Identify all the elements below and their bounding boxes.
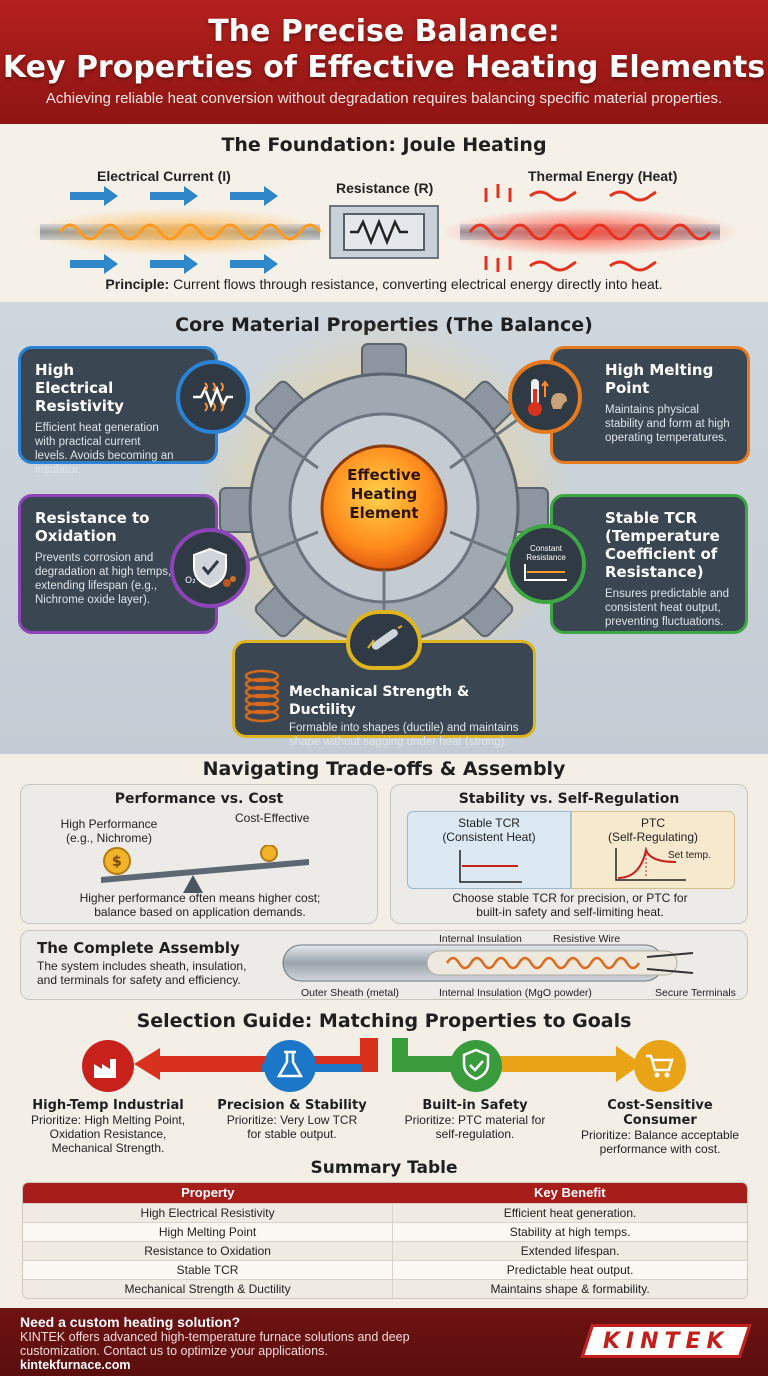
thermometer-icon (508, 360, 582, 434)
header-property: Property (23, 1183, 393, 1203)
joule-heating-section: The Foundation: Joule Heating Electrical… (0, 124, 768, 302)
core-properties-section: Core Material Properties (The Balance) (0, 302, 768, 754)
constant-resistance-icon: Constant Resistance (506, 524, 586, 604)
panel-assembly: The Complete Assembly The system include… (20, 930, 748, 1000)
title-line-1: The Precise Balance: (208, 14, 560, 49)
page-subtitle: Achieving reliable heat conversion witho… (45, 90, 723, 107)
assembly-text: The system includes sheath, insulation,a… (37, 959, 247, 987)
guide-title: Selection Guide: Matching Properties to … (136, 1010, 632, 1032)
current-label: Electrical Current (I) (97, 168, 231, 184)
svg-text:$: $ (112, 854, 122, 870)
secure-terminals-label: Secure Terminals (655, 987, 736, 999)
header-banner: The Precise Balance: Key Properties of E… (0, 0, 768, 124)
heat-waves (484, 184, 657, 272)
assembly-title: The Complete Assembly (37, 939, 240, 957)
selection-guide-section: Selection Guide: Matching Properties to … (0, 1006, 768, 1156)
internal-insulation-bottom-label: Internal Insulation (MgO powder) (439, 987, 592, 999)
stable-tcr-box: Stable TCR(Consistent Heat) (407, 811, 571, 889)
tradeoffs-section: Navigating Trade-offs & Assembly Perform… (0, 754, 768, 1004)
footer-question: Need a custom heating solution? (20, 1314, 241, 1330)
outer-sheath-label: Outer Sheath (metal) (301, 987, 400, 999)
summary-title: Summary Table (310, 1158, 458, 1178)
guide-arrows (82, 1038, 686, 1092)
stability-note: Choose stable TCR for precision, or PTC … (452, 891, 688, 919)
heat-label: Thermal Energy (Heat) (528, 168, 678, 184)
cart-icon (634, 1040, 686, 1092)
resistance-label: Resistance (R) (336, 180, 434, 196)
resistor-wave-icon (176, 360, 250, 434)
current-arrows (70, 186, 278, 274)
tradeoffs-title: Navigating Trade-offs & Assembly (202, 758, 566, 780)
summary-table: Property Key Benefit High Electrical Res… (22, 1182, 748, 1299)
guide-item-cost: Cost-Sensitive Consumer Prioritize: Bala… (580, 1098, 740, 1156)
page-title: The Precise Balance: Key Properties of E… (0, 0, 768, 86)
card-melting-point: High Melting Point Maintains physical st… (550, 346, 750, 464)
coil-icon (240, 666, 284, 724)
footer-text: KINTEK offers advanced high-temperature … (20, 1330, 410, 1358)
assembly-diagram (282, 944, 694, 982)
shield-oxidation-icon: O₂ (170, 528, 250, 608)
table-header-row: Property Key Benefit (23, 1183, 747, 1203)
svg-text:O₂: O₂ (185, 576, 196, 586)
ptc-box: PTC(Self-Regulating) Set temp. (571, 811, 735, 889)
footer-url[interactable]: kintekfurnace.com (20, 1358, 131, 1372)
principle-text: Principle: Current flows through resista… (105, 276, 663, 292)
seesaw-icon: $ (101, 845, 309, 893)
panel-stability-regulation: Stability vs. Self-Regulation Stable TCR… (390, 784, 748, 924)
title-line-2: Key Properties of Effective Heating Elem… (2, 50, 766, 85)
shield-check-icon (450, 1040, 502, 1092)
joule-diagram (30, 184, 740, 274)
high-performance-label: High Performance(e.g., Nichrome) (60, 817, 158, 845)
factory-icon (82, 1040, 134, 1092)
kintek-logo: KINTEK (580, 1324, 752, 1358)
cost-effective-label: Cost-Effective (235, 811, 310, 825)
footer: Need a custom heating solution? KINTEK o… (0, 1308, 768, 1376)
performance-cost-note: Higher performance often means higher co… (79, 891, 321, 919)
guide-item-industrial: High-Temp Industrial Prioritize: High Me… (30, 1098, 186, 1155)
resistive-wire-label: Resistive Wire (553, 933, 621, 945)
joule-title: The Foundation: Joule Heating (221, 134, 547, 156)
gear-diagram (194, 318, 574, 698)
guide-item-precision: Precision & Stability Prioritize: Very L… (217, 1098, 367, 1141)
header-benefit: Key Benefit (392, 1183, 747, 1203)
set-temp-label: Set temp. (668, 850, 711, 861)
flask-icon (264, 1040, 316, 1092)
panel-performance-cost: Performance vs. Cost High Performance(e.… (20, 784, 378, 924)
guide-item-safety: Built-in Safety Prioritize: PTC material… (404, 1098, 546, 1141)
internal-insulation-top-label: Internal Insulation (439, 933, 522, 945)
rod-icon (346, 610, 422, 670)
